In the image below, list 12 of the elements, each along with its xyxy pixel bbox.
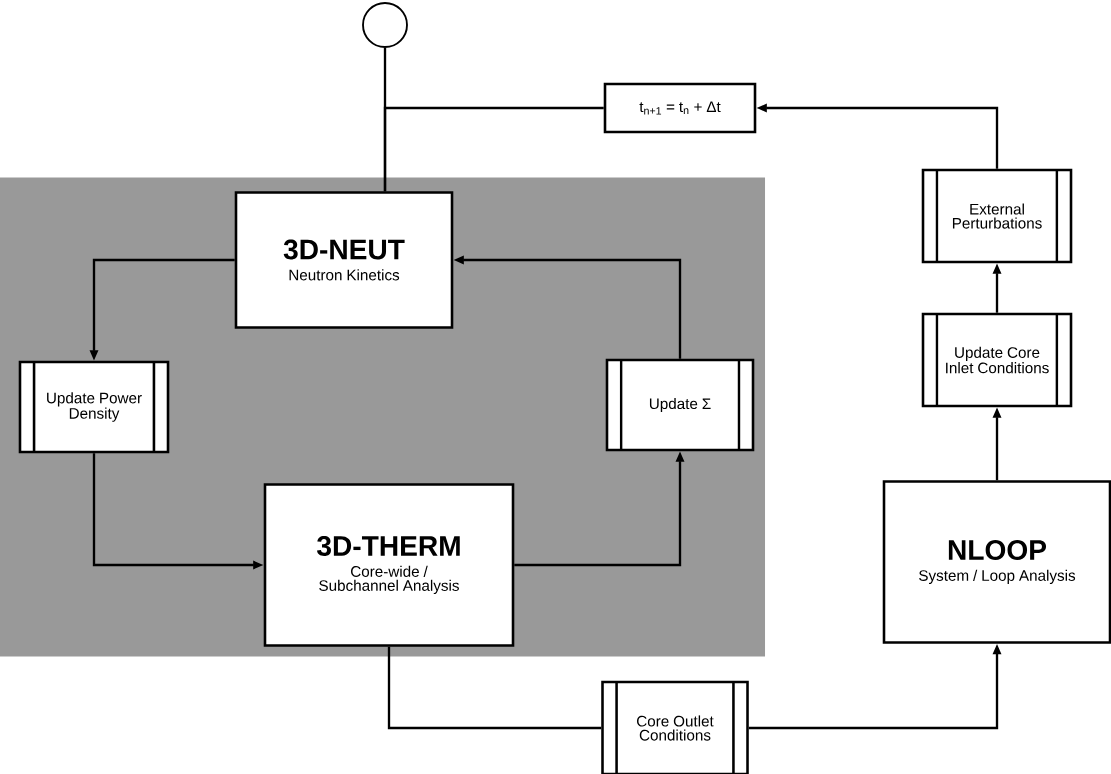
process-box: 3D-THERM Core-wide / Subchannel Analysis [263,483,515,647]
subroutine-box: Core Outlet Conditions [601,680,749,774]
process-box: 3D-NEUT Neutron Kinetics [234,191,454,329]
process-box: t$_{n+1}$ = t$_{n}$ + Δt [603,82,757,134]
subroutine-box: External Perturbations [921,168,1073,264]
connector-line [387,646,602,730]
subroutine-box: Update Power Density [18,360,170,454]
process-box: NLOOP System / Loop Analysis [882,480,1111,644]
subroutine-box: Update Σ [605,358,755,452]
subroutine-box: Update Core Inlet Conditions [921,312,1073,408]
terminal-circle [362,2,408,48]
connector-line [383,106,604,192]
